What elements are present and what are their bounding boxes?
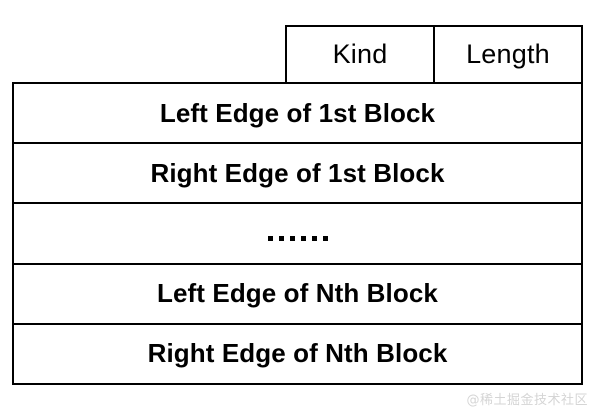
ellipsis-icon xyxy=(267,236,328,241)
table-row-left-edge-nth-block: Left Edge of Nth Block xyxy=(14,264,581,325)
watermark: @稀土掘金技术社区 xyxy=(466,393,588,408)
header-cell-length: Length xyxy=(435,27,581,82)
table-row-right-edge-1st-block: Right Edge of 1st Block xyxy=(14,144,581,205)
table-row-left-edge-1st-block: Left Edge of 1st Block xyxy=(14,84,581,145)
table-row-right-edge-nth-block: Right Edge of Nth Block xyxy=(14,324,581,384)
body-table: Left Edge of 1st Block Right Edge of 1st… xyxy=(12,82,583,385)
header-row: Kind Length xyxy=(285,25,583,82)
table-row-ellipsis xyxy=(14,204,581,265)
header-cell-kind: Kind xyxy=(287,27,435,82)
